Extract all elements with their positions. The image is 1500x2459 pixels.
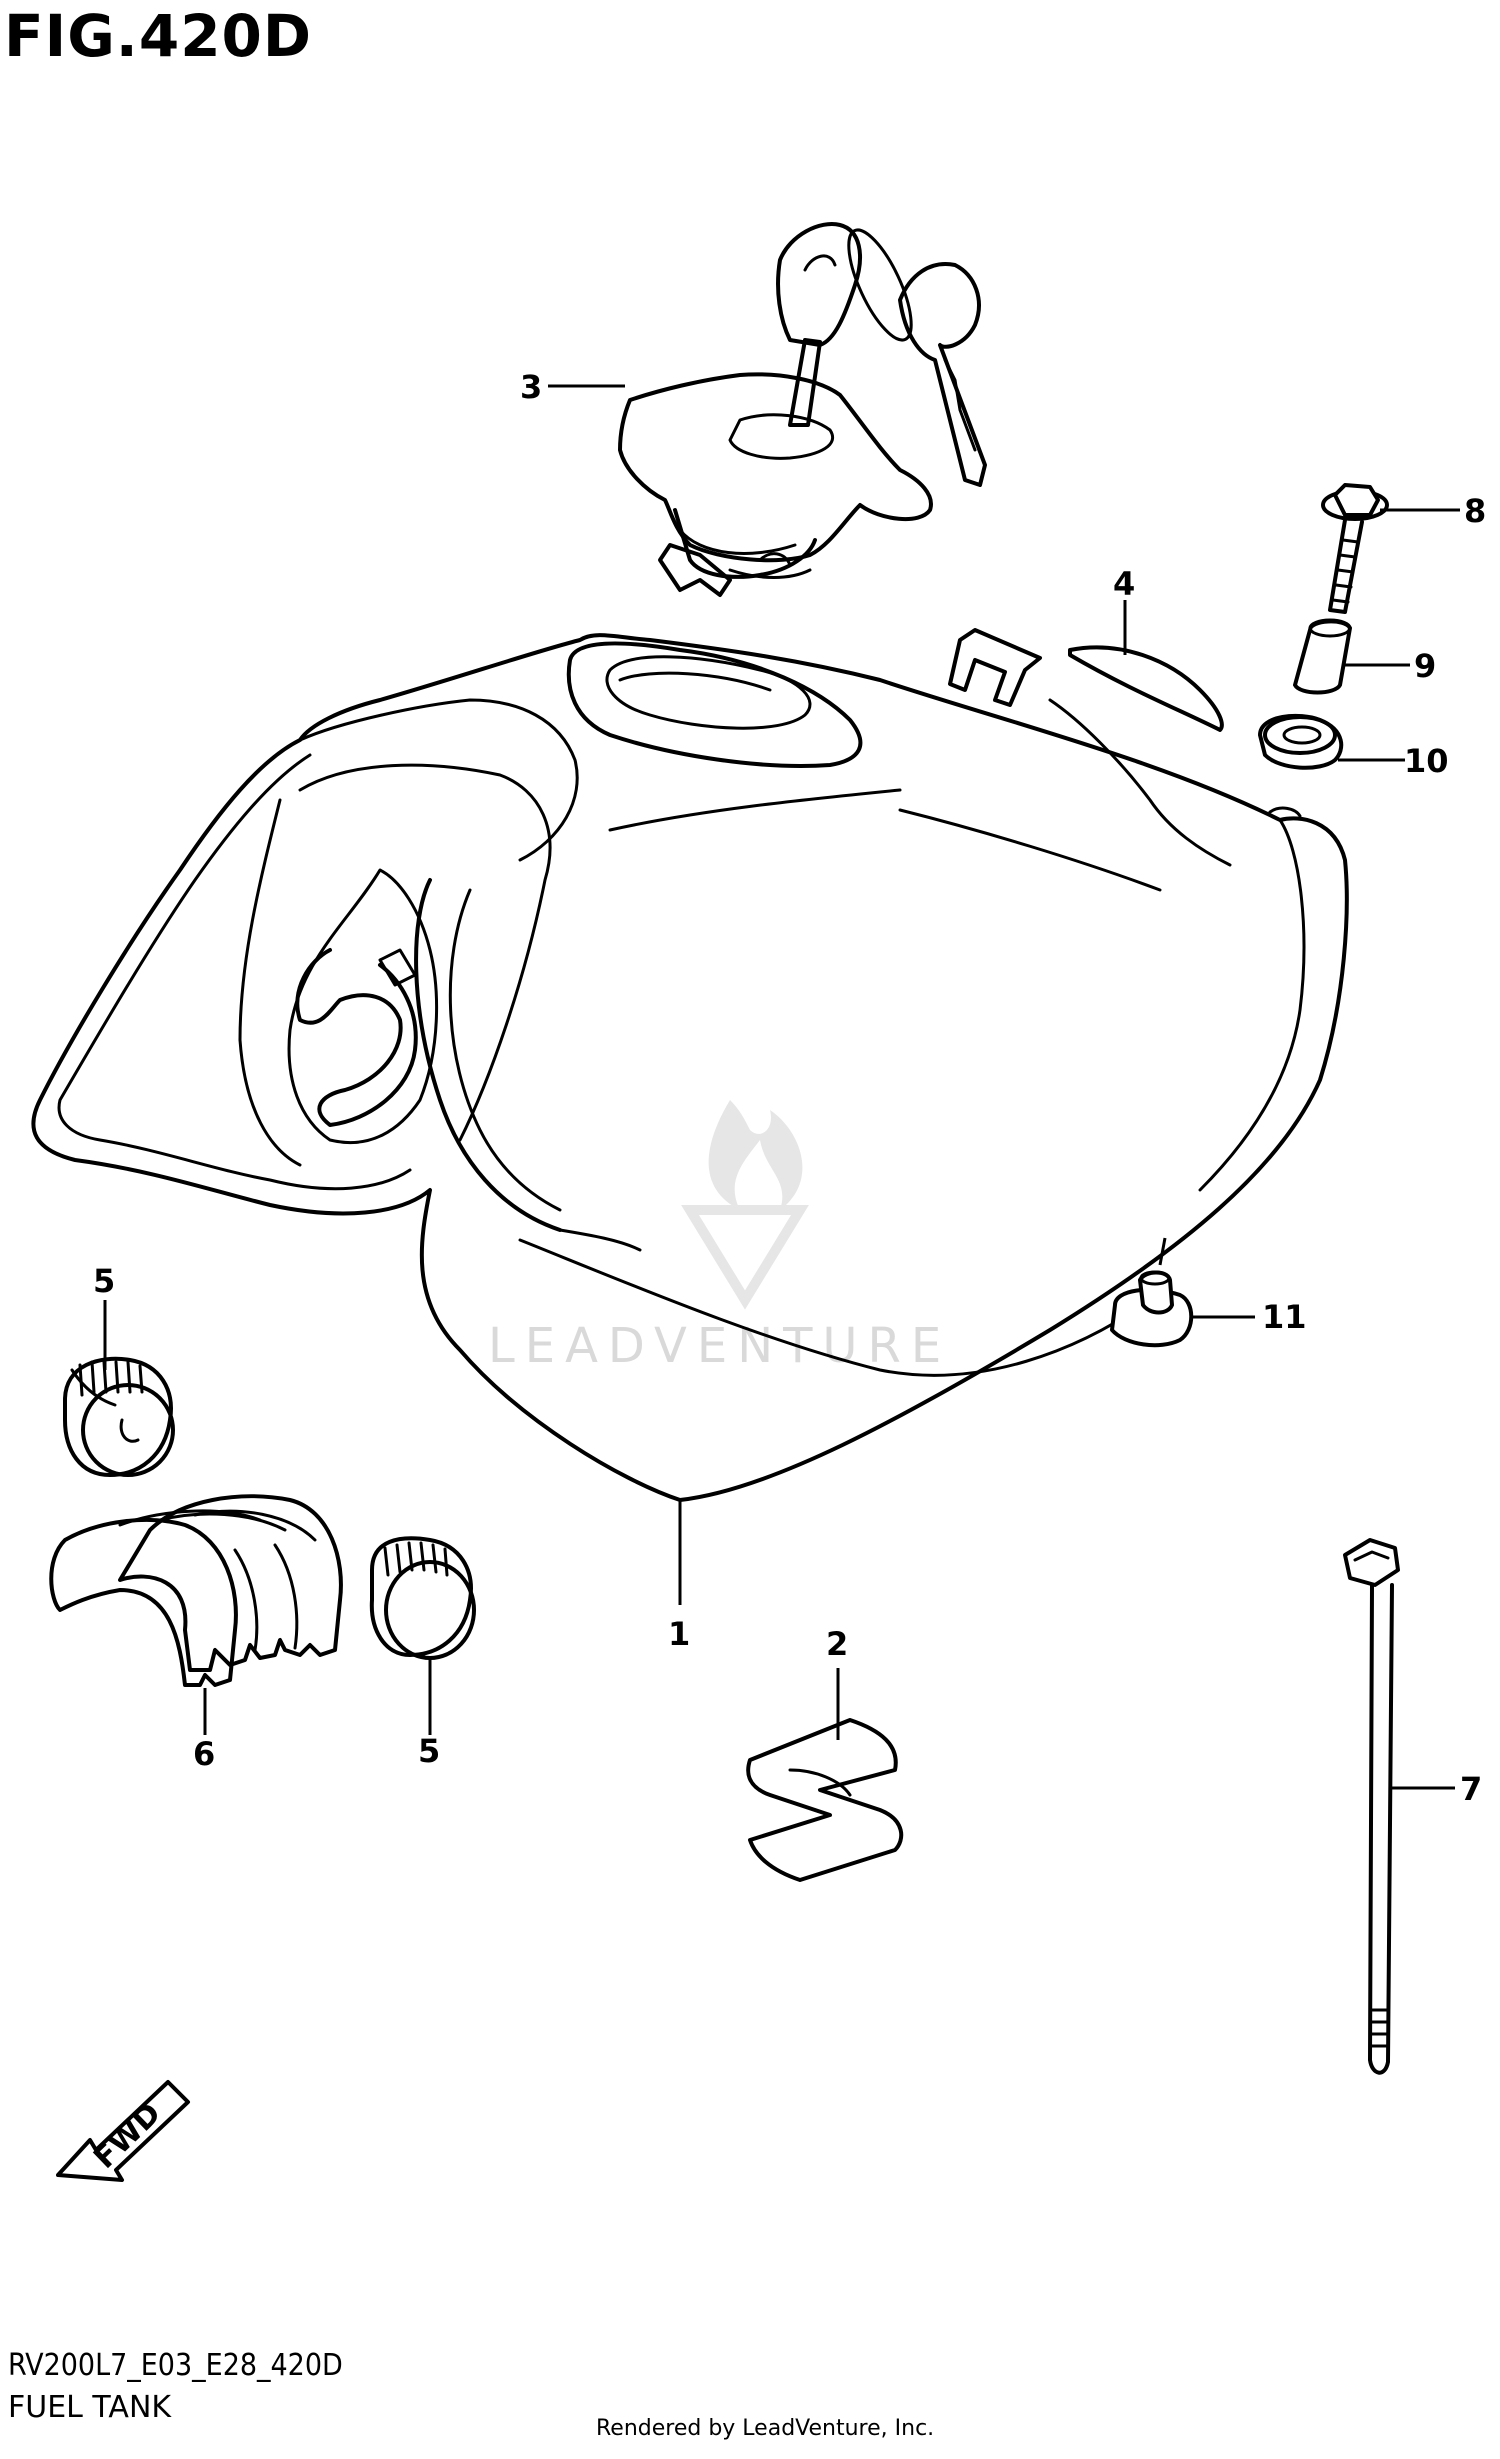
callout-11-guide [1158,1237,1167,1266]
callout-6-label: 6 [193,1735,215,1773]
callout-3-label: 3 [520,368,542,406]
tank-pad-drawing[interactable] [1068,645,1224,732]
suzuki-emblem-drawing[interactable] [746,1718,904,1882]
cable-tie-drawing[interactable] [1343,1538,1400,2075]
diagram-code: RV200L7_E03_E28_420D [8,2348,343,2383]
spacer-drawing[interactable] [1293,618,1352,695]
cushion-front-drawing[interactable] [63,1356,175,1477]
flame-logo-icon [708,1100,803,1210]
grommet-drawing[interactable] [1258,713,1344,770]
callout-9-label: 9 [1414,647,1436,685]
callout-5a-label: 5 [93,1262,115,1300]
cushion-rubber-drawing[interactable] [1110,1270,1194,1348]
v-logo-icon [681,1205,809,1310]
tank-cushion-drawing[interactable] [49,1494,343,1687]
bolt-drawing[interactable] [1321,483,1389,614]
render-credit: Rendered by LeadVenture, Inc. [596,2416,935,2441]
callout-7-label: 7 [1460,1770,1482,1808]
fuel-cap-drawing[interactable] [618,222,987,597]
cushion-rear-drawing[interactable] [369,1536,476,1660]
diagram-name: FUEL TANK [8,2390,172,2425]
callout-11-label: 11 [1262,1298,1307,1336]
figure-title: FIG.420D [4,2,313,70]
leadventure-watermark: LEADVENTURE [488,1100,951,1374]
fwd-arrow-icon: FWD [56,2080,190,2182]
callout-10-label: 10 [1404,742,1449,780]
callout-5b-label: 5 [418,1732,440,1770]
callout-1-label: 1 [668,1615,690,1653]
watermark-text: LEADVENTURE [488,1318,951,1374]
callout-4-label: 4 [1113,565,1135,603]
callout-8-label: 8 [1464,492,1486,530]
callout-2-label: 2 [826,1625,848,1663]
fuel-tank-drawing[interactable] [31,628,1349,1502]
